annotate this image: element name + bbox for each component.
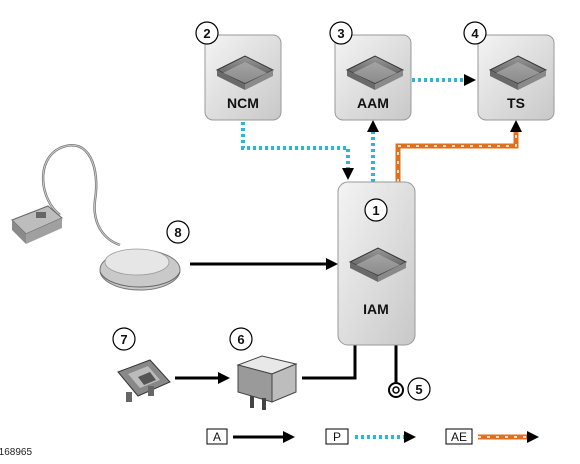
callout-number: 7	[120, 332, 127, 347]
legend-code: AE	[451, 430, 467, 444]
module-iam: 1 IAM	[337, 181, 416, 346]
chip-icon	[488, 55, 548, 90]
callout-number: 2	[203, 26, 210, 41]
connector-icon	[11, 205, 63, 244]
fuse-icon	[117, 359, 171, 402]
module-label: NCM	[227, 95, 259, 111]
chip-icon	[215, 55, 275, 90]
chip-icon	[348, 247, 408, 282]
module-label: IAM	[363, 301, 389, 317]
module-label: AAM	[357, 95, 389, 111]
callout-number: 8	[174, 225, 181, 240]
chip-icon	[345, 55, 405, 90]
iam-to-ts-link	[395, 120, 522, 182]
callout-circle	[166, 220, 190, 244]
relay-to-iam-link	[302, 345, 357, 380]
sensor-to-iam-link	[190, 258, 338, 270]
antenna-sensor-icon	[11, 144, 181, 291]
callout-number: 1	[372, 203, 379, 218]
module-ts: 4 TS	[463, 21, 555, 121]
legend: A P AE	[206, 428, 539, 445]
relay-icon	[236, 355, 298, 410]
legend-item-p: P	[325, 428, 416, 445]
legend-item-a: A	[206, 428, 295, 445]
ground-eyelet-icon	[388, 382, 404, 398]
callout-circle	[112, 327, 136, 351]
legend-code: P	[333, 430, 341, 444]
iam-to-aam-link	[367, 120, 379, 182]
callout-number: 5	[415, 382, 422, 397]
legend-item-ae: AE	[445, 428, 539, 445]
callout-number: 4	[471, 26, 479, 41]
legend-code: A	[213, 430, 221, 444]
module-label: TS	[507, 95, 525, 111]
aam-to-ts-link	[412, 74, 476, 86]
module-ncm: 2 NCM	[195, 21, 282, 121]
ncm-to-iam-link	[241, 122, 354, 180]
callout-number: 3	[337, 26, 344, 41]
callout-circle	[229, 327, 253, 351]
fuse-to-relay-link	[175, 372, 230, 384]
module-aam: 3 AAM	[329, 21, 412, 121]
callout-circle	[407, 377, 431, 401]
callout-number: 6	[237, 332, 244, 347]
